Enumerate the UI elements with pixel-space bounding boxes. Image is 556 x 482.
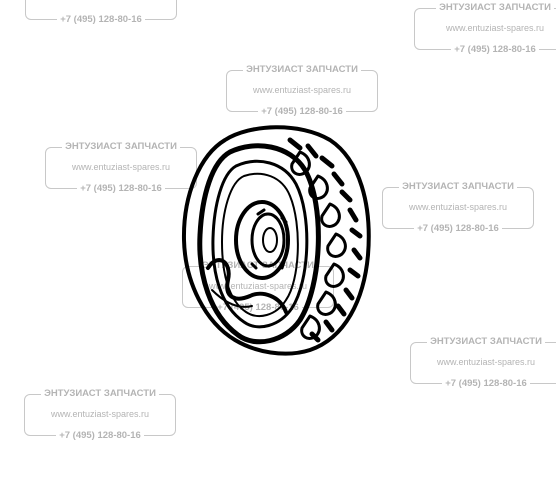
watermark-phone: +7 (495) 128-80-16 (451, 44, 539, 55)
watermark: ЭНТУЗИАСТ ЗАПЧАСТИ www.entuziast-spares.… (410, 336, 556, 389)
watermark-url: www.entuziast-spares.ru (208, 281, 308, 291)
watermark-title: ЭНТУЗИАСТ ЗАПЧАСТИ (399, 181, 517, 192)
watermark-url: www.entuziast-spares.ru (445, 23, 545, 33)
watermark-phone: +7 (495) 128-80-16 (77, 183, 165, 194)
watermark: ЭНТУЗИАСТ ЗАПЧАСТИ www.entuziast-spares.… (24, 388, 176, 441)
watermark: ЭНТУЗИАСТ ЗАПЧАСТИ www.entuziast-spares.… (382, 181, 534, 234)
watermark-phone: +7 (495) 128-80-16 (414, 223, 502, 234)
watermark-url: www.entuziast-spares.ru (408, 202, 508, 212)
watermark: ЭНТУЗИАСТ ЗАПЧАСТИ www.entuziast-spares.… (414, 2, 556, 55)
watermark-url: www.entuziast-spares.ru (50, 409, 150, 419)
watermark-url: www.entuziast-spares.ru (436, 357, 536, 367)
watermark-title: ЭНТУЗИАСТ ЗАПЧАСТИ (199, 260, 317, 271)
watermark: +7 (495) 128-80-16 (25, 0, 177, 25)
watermark-phone: +7 (495) 128-80-16 (56, 430, 144, 441)
watermark-title: ЭНТУЗИАСТ ЗАПЧАСТИ (436, 2, 554, 13)
watermark-phone: +7 (495) 128-80-16 (214, 302, 302, 313)
watermark-title: ЭНТУЗИАСТ ЗАПЧАСТИ (243, 64, 361, 75)
watermark-title: ЭНТУЗИАСТ ЗАПЧАСТИ (41, 388, 159, 399)
watermark-title: ЭНТУЗИАСТ ЗАПЧАСТИ (427, 336, 545, 347)
watermark-phone: +7 (495) 128-80-16 (442, 378, 530, 389)
watermark: ЭНТУЗИАСТ ЗАПЧАСТИ www.entuziast-spares.… (226, 64, 378, 117)
watermark-url: www.entuziast-spares.ru (252, 85, 352, 95)
watermark-phone: +7 (495) 128-80-16 (258, 106, 346, 117)
watermark-url: www.entuziast-spares.ru (71, 162, 171, 172)
watermark-title: ЭНТУЗИАСТ ЗАПЧАСТИ (62, 141, 180, 152)
watermark-phone: +7 (495) 128-80-16 (57, 14, 145, 25)
watermark: ЭНТУЗИАСТ ЗАПЧАСТИ www.entuziast-spares.… (45, 141, 197, 194)
